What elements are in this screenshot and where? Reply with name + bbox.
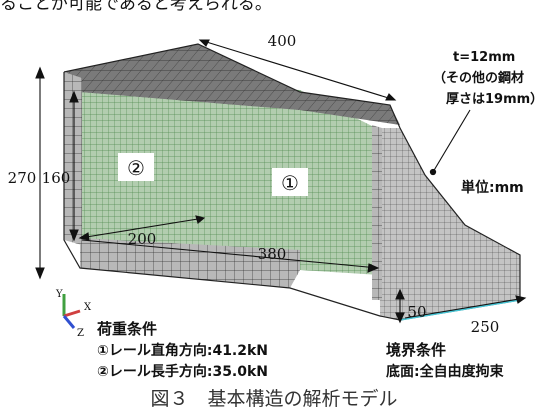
- top-plate: [66, 44, 400, 125]
- note-line-2: （その他の鋼材: [433, 70, 524, 86]
- load-conditions-line-1: ①レール直角方向:41.2kN: [97, 342, 268, 359]
- load-conditions-title: 荷重条件: [97, 320, 157, 338]
- green-web-plate: [80, 75, 380, 275]
- cyan-base-edge: [399, 299, 521, 321]
- axis-y-label: Y: [55, 289, 63, 300]
- base-flange: [380, 266, 520, 320]
- top-text: ることが可能であると考えられる。: [0, 0, 272, 14]
- axis-z-label: Z: [77, 328, 84, 339]
- dim-160: 160: [42, 169, 71, 187]
- boundary-conditions-line-1: 底面:全自由度拘束: [386, 363, 505, 380]
- dim-50: 50: [407, 303, 426, 321]
- load-marker-1: ①: [281, 171, 299, 195]
- note-line-1: t=12mm: [453, 50, 515, 65]
- dim-400: 400: [268, 32, 297, 50]
- note-line-3: 厚さは19mm）: [446, 91, 543, 107]
- boundary-conditions-title: 境界条件: [386, 341, 446, 359]
- bottom-plate-left: [80, 238, 300, 288]
- axis-triad: Y X Z: [55, 289, 92, 339]
- load-marker-2: ②: [127, 156, 145, 180]
- load-marker-2-bg: [118, 153, 154, 181]
- front-web: [372, 125, 382, 300]
- dim-270: 270: [8, 169, 37, 187]
- load-marker-1-bg: [272, 168, 308, 196]
- axis-x-label: X: [84, 302, 92, 313]
- dim-250: 250: [471, 318, 500, 336]
- dim-200: 200: [128, 230, 157, 248]
- model-outline: [63, 43, 521, 321]
- unit-label: 単位:mm: [461, 179, 524, 196]
- dim-380: 380: [258, 245, 287, 263]
- dimension-lines: [35, 39, 527, 324]
- fe-model: [63, 43, 521, 321]
- right-gusset: [378, 128, 520, 310]
- load-conditions-line-2: ②レール長手方向:35.0kN: [97, 363, 268, 380]
- left-flange: [64, 72, 82, 245]
- figure-caption: 図３ 基本構造の解析モデル: [150, 388, 397, 410]
